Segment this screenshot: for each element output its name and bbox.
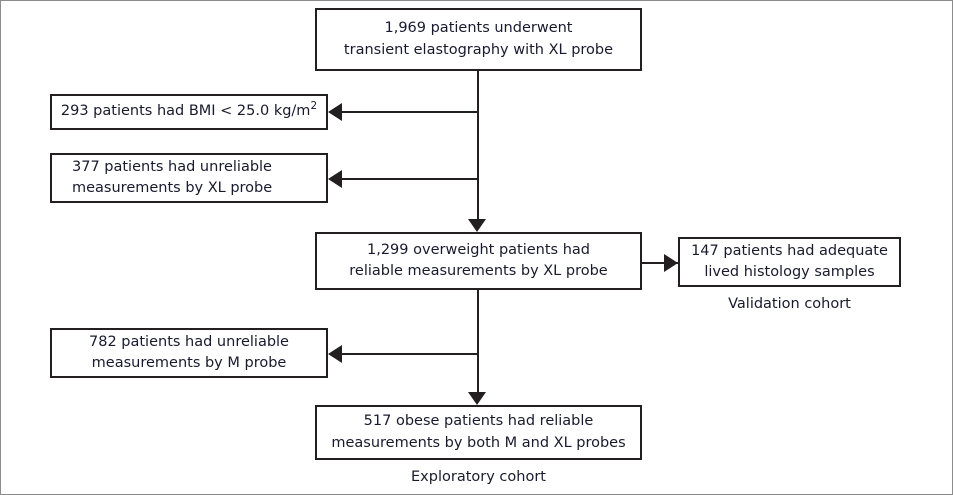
connector-branch-excluded-xl: [342, 178, 478, 180]
node-obese-reliable-both: 517 obese patients had reliable measurem…: [315, 405, 642, 460]
node-excluded-m-unreliable-line2: measurements by M probe: [91, 355, 287, 371]
connector-branch-validation: [642, 262, 678, 264]
node-obese-reliable-both-line1: 517 obese patients had reliable: [363, 413, 594, 430]
node-validation-biopsy: 147 patients had adequate lived histolog…: [678, 237, 901, 287]
node-validation-biopsy-line2: lived histology samples: [704, 264, 875, 280]
arrowhead-into-excluded-xl: [328, 170, 342, 188]
node-excluded-xl-unreliable-line2: measurements by XL probe: [72, 180, 273, 196]
connector-trunk-upper: [477, 71, 479, 219]
node-excluded-bmi-superscript: 2: [310, 100, 318, 113]
arrowhead-into-validation-biopsy: [664, 254, 678, 272]
node-excluded-bmi-text: 293 patients had BMI < 25.0 kg/m2: [60, 101, 318, 122]
arrowhead-into-obese: [468, 392, 486, 405]
arrowhead-into-overweight: [468, 219, 486, 232]
node-excluded-m-unreliable-line1: 782 patients had unreliable: [89, 333, 289, 350]
arrowhead-into-excluded-m: [328, 345, 342, 363]
connector-branch-excluded-bmi: [342, 111, 478, 113]
arrowhead-into-excluded-bmi: [328, 103, 342, 121]
node-excluded-bmi: 293 patients had BMI < 25.0 kg/m2: [50, 94, 328, 130]
node-obese-reliable-both-line2: measurements by both M and XL probes: [331, 434, 626, 451]
caption-validation-cohort: Validation cohort: [728, 296, 851, 312]
node-validation-biopsy-line1: 147 patients had adequate: [691, 242, 888, 259]
node-enrolled: 1,969 patients underwent transient elast…: [315, 8, 642, 71]
node-excluded-bmi-line1: 293 patients had BMI < 25.0 kg/m: [60, 103, 311, 120]
node-enrolled-line1: 1,969 patients underwent: [384, 20, 573, 37]
node-enrolled-line2: transient elastography with XL probe: [343, 41, 614, 58]
node-overweight-reliable-xl-line2: reliable measurements by XL probe: [349, 263, 608, 279]
node-excluded-xl-unreliable-line1: 377 patients had unreliable: [72, 158, 272, 175]
connector-branch-excluded-m: [342, 353, 478, 355]
node-excluded-xl-unreliable: 377 patients had unreliable measurements…: [50, 153, 328, 203]
caption-exploratory-cohort: Exploratory cohort: [411, 469, 546, 485]
node-overweight-reliable-xl-line1: 1,299 overweight patients had: [367, 241, 590, 258]
node-excluded-m-unreliable: 782 patients had unreliable measurements…: [50, 328, 328, 378]
connector-trunk-lower: [477, 290, 479, 392]
node-overweight-reliable-xl: 1,299 overweight patients had reliable m…: [315, 232, 642, 290]
